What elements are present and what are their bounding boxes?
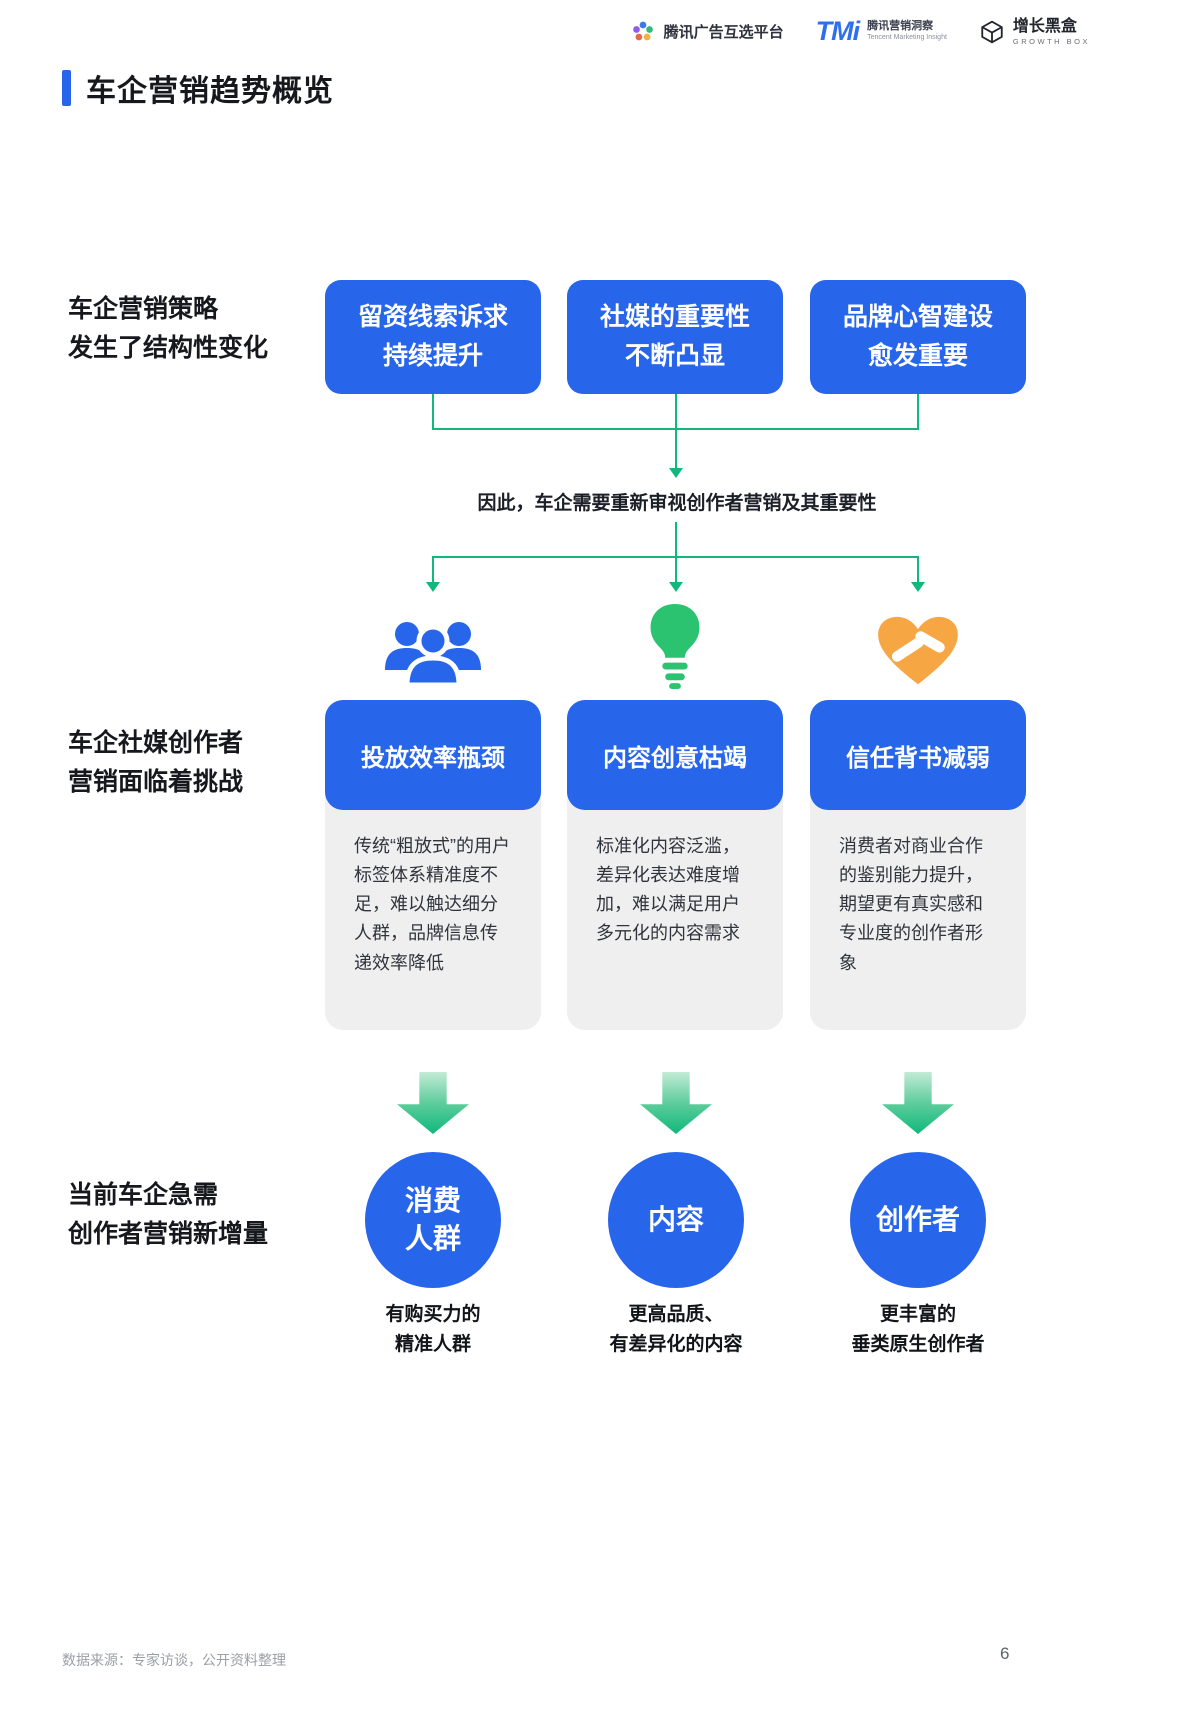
needs-section-label: 当前车企急需 创作者营销新增量 [68, 1181, 269, 1248]
challenge-card-title: 投放效率瓶颈 [325, 700, 541, 810]
page-number: 6 [1000, 1644, 1010, 1663]
split-line-left [432, 556, 434, 584]
tmi-logo-cn: 腾讯营销洞察 [867, 20, 934, 33]
growth-box-logo: 增长黑盒 GROWTH BOX [979, 17, 1090, 46]
split-arrowhead-left-icon [426, 582, 440, 592]
header-logos: 腾讯广告互选平台 TMi 腾讯营销洞察 Tencent Marketing In… [630, 16, 1090, 47]
data-source-note: 数据来源：专家访谈，公开资料整理 [62, 1652, 286, 1668]
connector-line-right [917, 394, 919, 430]
flow-arrow-middle-icon [640, 1072, 712, 1134]
split-arrowhead-middle-icon [669, 582, 683, 592]
page-title-row: 车企营销趋势概览 [62, 66, 334, 110]
flow-arrow-left-icon [397, 1072, 469, 1134]
strategy-section-label: 车企营销策略 发生了结构性变化 [68, 295, 269, 362]
heart-handshake-icon [810, 612, 1026, 688]
tencent-ads-flower-icon [632, 21, 653, 40]
strategy-box-brand-mind: 品牌心智建设 愈发重要 [810, 280, 1026, 394]
strategy-box-social-media: 社媒的重要性 不断凸显 [567, 280, 783, 394]
page-title: 车企营销趋势概览 [86, 75, 334, 108]
need-caption-content: 更高品质、 有差异化的内容 [609, 1304, 743, 1356]
challenge-card-title: 内容创意枯竭 [567, 700, 783, 810]
challenges-section-label: 车企社媒创作者 营销面临着挑战 [68, 729, 244, 796]
tencent-ads-logo-text: 腾讯广告互选平台 [663, 24, 784, 41]
connector-line-left [432, 394, 434, 430]
tencent-ads-logo: 腾讯广告互选平台 [630, 19, 784, 45]
split-arrowhead-right-icon [911, 582, 925, 592]
tmi-logo-en: Tencent Marketing Insight [867, 34, 947, 41]
growth-box-cube-icon [981, 20, 1003, 43]
challenge-card-body: 标准化内容泛滥，差异化表达难度增加，难以满足用户多元化的内容需求 [596, 836, 740, 944]
flow-arrow-right-icon [882, 1072, 954, 1134]
growth-box-logo-subtext: 增长黑盒 GROWTH BOX [1013, 17, 1090, 46]
need-circle-content: 内容 [608, 1152, 744, 1288]
split-line-top [675, 522, 677, 558]
lightbulb-icon [567, 600, 783, 690]
need-caption-audience: 有购买力的 精准人群 [385, 1304, 481, 1356]
challenge-card-body: 传统“粗放式”的用户标签体系精准度不足，难以触达细分人群，品牌信息传递效率降低 [354, 836, 510, 973]
need-circle-creator: 创作者 [850, 1152, 986, 1288]
connector-line-middle [675, 394, 677, 470]
tmi-logo: TMi 腾讯营销洞察 Tencent Marketing Insight [816, 16, 947, 47]
split-line-right [917, 556, 919, 584]
split-line-middle [675, 556, 677, 584]
conclusion-text: 因此，车企需要重新审视创作者营销及其重要性 [477, 493, 877, 514]
strategy-box-leads: 留资线索诉求 持续提升 [325, 280, 541, 394]
challenge-card-efficiency: 投放效率瓶颈 传统“粗放式”的用户标签体系精准度不足，难以触达细分人群，品牌信息… [325, 700, 541, 1030]
challenge-card-content: 内容创意枯竭 标准化内容泛滥，差异化表达难度增加，难以满足用户多元化的内容需求 [567, 700, 783, 1030]
people-group-icon [325, 610, 541, 688]
growth-box-logo-en: GROWTH BOX [1012, 36, 1090, 46]
growth-box-logo-cn: 增长黑盒 [1012, 17, 1077, 35]
need-caption-creator: 更丰富的 垂类原生创作者 [851, 1304, 985, 1356]
challenge-card-title: 信任背书减弱 [810, 700, 1026, 810]
connector-arrowhead-icon [669, 468, 683, 478]
challenge-card-trust: 信任背书减弱 消费者对商业合作的鉴别能力提升，期望更有真实感和专业度的创作者形象 [810, 700, 1026, 1030]
title-accent-bar [62, 70, 71, 106]
challenge-card-body: 消费者对商业合作的鉴别能力提升，期望更有真实感和专业度的创作者形象 [839, 836, 983, 973]
tmi-logo-subtext: 腾讯营销洞察 Tencent Marketing Insight [867, 20, 947, 43]
tmi-logo-mark: TMi [815, 16, 860, 46]
need-circle-audience: 消费 人群 [365, 1152, 501, 1288]
